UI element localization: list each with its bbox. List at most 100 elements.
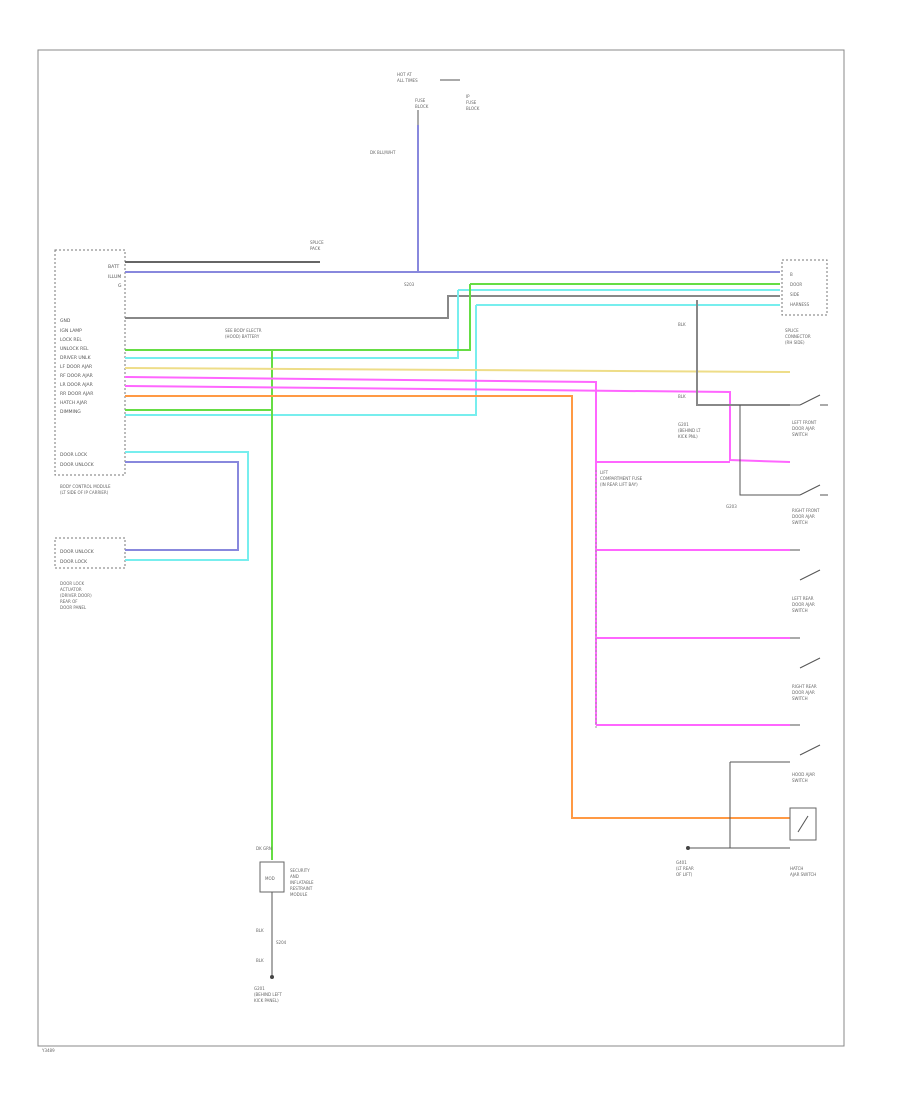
svg-text:DIMMING: DIMMING — [60, 409, 81, 415]
svg-text:SEE BODY ELECTR: SEE BODY ELECTR — [225, 328, 262, 333]
switch-rf-door: RIGHT FRONT DOOR AJAR SWITCH — [790, 484, 828, 525]
svg-text:BATT: BATT — [108, 264, 119, 270]
figure-code: Y3489 — [41, 1048, 55, 1053]
wire-gray-1 — [125, 295, 780, 319]
svg-text:(BEHIND LEFT: (BEHIND LEFT — [254, 992, 282, 997]
svg-text:MODULE: MODULE — [290, 892, 308, 897]
svg-text:COMPARTMENT FUSE: COMPARTMENT FUSE — [600, 476, 643, 481]
svg-text:BLOCK: BLOCK — [415, 104, 429, 109]
svg-text:SWITCH: SWITCH — [792, 608, 808, 613]
svg-text:SWITCH: SWITCH — [792, 432, 808, 437]
inflatable-restraint-module: DK GRN MOD SECURITY AND INFLATABLE RESTR… — [254, 846, 314, 1003]
svg-text:G201: G201 — [254, 986, 265, 991]
svg-text:DK GRN: DK GRN — [256, 846, 272, 851]
svg-text:KICK PNL): KICK PNL) — [678, 434, 698, 439]
svg-text:HATCH AJAR: HATCH AJAR — [60, 400, 87, 406]
svg-text:(RH SIDE): (RH SIDE) — [785, 340, 805, 345]
svg-text:BLK: BLK — [678, 394, 686, 399]
svg-text:UNLOCK REL: UNLOCK REL — [60, 346, 89, 352]
svg-text:DOOR LOCK: DOOR LOCK — [60, 559, 88, 565]
svg-text:ILLUM: ILLUM — [108, 274, 121, 280]
svg-text:(LT REAR: (LT REAR — [676, 866, 694, 871]
svg-text:SWITCH: SWITCH — [792, 778, 808, 783]
svg-text:RESTRAINT: RESTRAINT — [290, 886, 313, 891]
svg-text:HARNESS: HARNESS — [790, 302, 810, 307]
body-control-module: BODY CONTROL MODULE (LT SIDE OF IP CARRI… — [54, 249, 126, 495]
svg-text:RIGHT REAR: RIGHT REAR — [792, 684, 817, 689]
svg-text:DOOR AJAR: DOOR AJAR — [792, 602, 815, 607]
svg-text:IGN LAMP: IGN LAMP — [60, 328, 82, 334]
svg-text:S204: S204 — [276, 940, 287, 945]
svg-text:SPLICE: SPLICE — [785, 328, 799, 333]
door-lock-module: DOOR UNLOCK DOOR LOCK DOOR LOCK ACTUATOR… — [54, 537, 126, 610]
svg-text:LIFT: LIFT — [600, 470, 609, 475]
svg-text:DRIVER UNLK: DRIVER UNLK — [60, 355, 92, 361]
svg-text:G401: G401 — [676, 860, 687, 865]
svg-text:(DRIVER DOOR): (DRIVER DOOR) — [60, 593, 92, 598]
svg-text:HOOD AJAR: HOOD AJAR — [792, 772, 815, 777]
svg-text:RR DOOR AJAR: RR DOOR AJAR — [60, 391, 93, 397]
svg-text:FUSE: FUSE — [466, 100, 477, 105]
svg-text:(IN REAR LIFT BAY): (IN REAR LIFT BAY) — [600, 482, 638, 487]
svg-text:DK BLU/WHT: DK BLU/WHT — [370, 150, 396, 155]
svg-text:CONNECTOR: CONNECTOR — [785, 334, 811, 339]
svg-text:BLK: BLK — [256, 958, 264, 963]
svg-text:G201: G201 — [678, 422, 689, 427]
svg-text:LEFT FRONT: LEFT FRONT — [792, 420, 817, 425]
svg-text:G: G — [118, 283, 122, 289]
svg-text:DOOR UNLOCK: DOOR UNLOCK — [60, 462, 95, 468]
svg-text:OF LIFT): OF LIFT) — [676, 872, 693, 877]
svg-text:DOOR PANEL: DOOR PANEL — [60, 605, 87, 610]
svg-text:HATCH: HATCH — [790, 866, 803, 871]
wire-orange — [125, 395, 790, 819]
svg-text:B: B — [790, 272, 793, 277]
wire-green-2 — [125, 284, 471, 351]
svg-text:G203: G203 — [726, 504, 737, 509]
svg-text:PACK: PACK — [310, 246, 321, 251]
svg-text:BLK: BLK — [256, 928, 264, 933]
svg-text:LR DOOR AJAR: LR DOOR AJAR — [60, 382, 93, 388]
svg-text:REAR OF: REAR OF — [60, 599, 78, 604]
svg-text:BODY CONTROL MODULE: BODY CONTROL MODULE — [60, 484, 111, 489]
svg-text:MOD: MOD — [265, 876, 275, 881]
svg-text:DOOR: DOOR — [790, 282, 802, 287]
svg-text:IP: IP — [466, 94, 470, 99]
svg-text:SWITCH: SWITCH — [792, 696, 808, 701]
wire-yellow — [124, 367, 791, 373]
svg-text:SECURITY: SECURITY — [290, 868, 310, 873]
wire-cyan-3b — [125, 305, 477, 416]
switch-hatch: HOOD AJAR SWITCH — [730, 724, 821, 783]
svg-text:(HOOD) BATTERY: (HOOD) BATTERY — [225, 334, 260, 339]
svg-text:LOCK REL: LOCK REL — [60, 337, 82, 343]
svg-text:HOT AT: HOT AT — [397, 72, 412, 77]
wire-cyan-lock-b — [125, 451, 249, 561]
hatch-actuator: HATCH AJAR SWITCH G401 (LT REAR OF LIFT) — [676, 762, 817, 877]
wire-gray-v — [696, 300, 790, 406]
svg-text:BLOCK: BLOCK — [466, 106, 480, 111]
svg-text:AJAR SWITCH: AJAR SWITCH — [790, 872, 816, 877]
wire-blue-lock-a — [125, 461, 239, 551]
svg-text:RIGHT FRONT: RIGHT FRONT — [792, 508, 820, 513]
switch-lf-door: LEFT FRONT DOOR AJAR SWITCH — [790, 394, 828, 437]
svg-text:SWITCH: SWITCH — [792, 520, 808, 525]
svg-text:RF DOOR AJAR: RF DOOR AJAR — [60, 373, 93, 379]
svg-text:BLK: BLK — [678, 322, 686, 327]
wire-cyan-2 — [125, 290, 459, 359]
svg-text:(BEHIND LT: (BEHIND LT — [678, 428, 701, 433]
svg-text:DOOR LOCK: DOOR LOCK — [60, 452, 88, 458]
svg-text:INFLATABLE: INFLATABLE — [290, 880, 314, 885]
diagram-frame — [37, 49, 845, 1047]
svg-text:AND: AND — [290, 874, 299, 879]
svg-text:ACTUATOR: ACTUATOR — [60, 587, 82, 592]
switch-rr-door: RIGHT REAR DOOR AJAR SWITCH — [790, 637, 821, 701]
svg-text:LEFT REAR: LEFT REAR — [792, 596, 814, 601]
wire-green-v — [125, 350, 273, 860]
svg-text:DOOR AJAR: DOOR AJAR — [792, 426, 815, 431]
svg-text:SIDE: SIDE — [790, 292, 800, 297]
svg-text:GND: GND — [60, 318, 71, 324]
svg-text:SPLICE: SPLICE — [310, 240, 324, 245]
right-connector: B DOOR SIDE HARNESS SPLICE CONNECTOR (RH… — [781, 259, 828, 345]
svg-text:DOOR LOCK: DOOR LOCK — [60, 581, 84, 586]
svg-text:DOOR AJAR: DOOR AJAR — [792, 690, 815, 695]
